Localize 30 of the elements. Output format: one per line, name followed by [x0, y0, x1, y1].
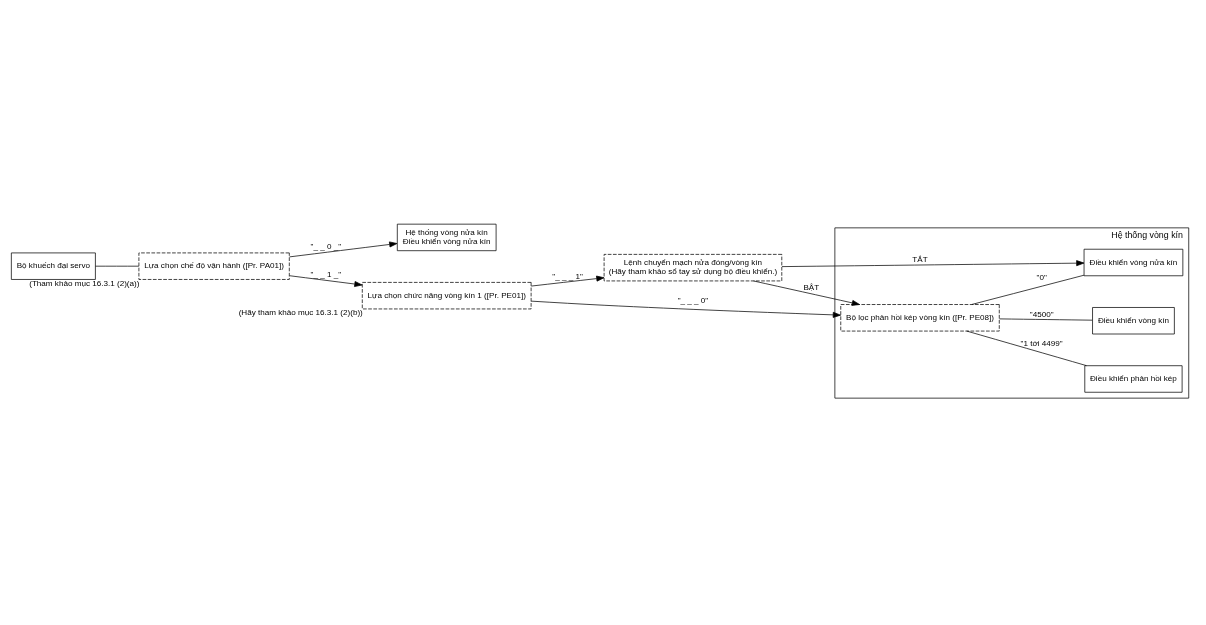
connector	[966, 330, 1087, 366]
connector	[971, 274, 1085, 305]
node-label: (Tham khảo mục 16.3.1 (2)(a))	[29, 278, 140, 288]
node-box: Điều khiển vòng nửa kín	[1083, 248, 1184, 276]
connector	[999, 318, 1093, 321]
edge-label: "_ _ _ 1"	[552, 271, 583, 281]
arrow	[753, 280, 860, 306]
edge-label: "1 tới 4499"	[1020, 338, 1063, 348]
node-box: Lệnh chuyển mạch nửa đóng/vòng kín (Hãy tham khảo sổ tay sử dụng bộ điều khiển.)	[603, 253, 783, 281]
node-label: (Hãy tham khảo mục 16.3.1 (2)(b))	[238, 307, 363, 317]
arrow	[530, 275, 605, 286]
edge-label: TẮT	[912, 254, 928, 264]
node-box: Điều khiển vòng kín	[1092, 306, 1175, 334]
connector	[95, 265, 140, 267]
arrow	[530, 300, 841, 318]
node-box: Bộ lọc phản hồi kép vòng kín ([Pr. PE08])	[840, 303, 1000, 331]
node-box: Bộ khuếch đại servo	[11, 252, 96, 280]
edge-label: "4500"	[1029, 309, 1054, 319]
node-box: Lựa chọn chức năng vòng kín 1 ([Pr. PE01])	[361, 281, 532, 309]
arrow	[289, 241, 398, 257]
arrow	[781, 259, 1085, 267]
edge-label: "0"	[1036, 272, 1047, 282]
node-box: Điều khiển phản hồi kép	[1084, 364, 1183, 393]
edge-label: "_ _ _ 0"	[677, 295, 709, 305]
edge-label: BẬT	[803, 282, 820, 292]
edge-label: "_ _ 1 _"	[310, 269, 342, 279]
node-box: Lựa chọn chế độ vận hành ([Pr. PA01])	[138, 252, 290, 280]
node-box: Hệ thống vòng nửa kín Điều khiển vòng nửa kín	[396, 223, 497, 251]
arrow	[289, 274, 363, 287]
edge-label: "_ _ 0 _"	[310, 241, 342, 251]
